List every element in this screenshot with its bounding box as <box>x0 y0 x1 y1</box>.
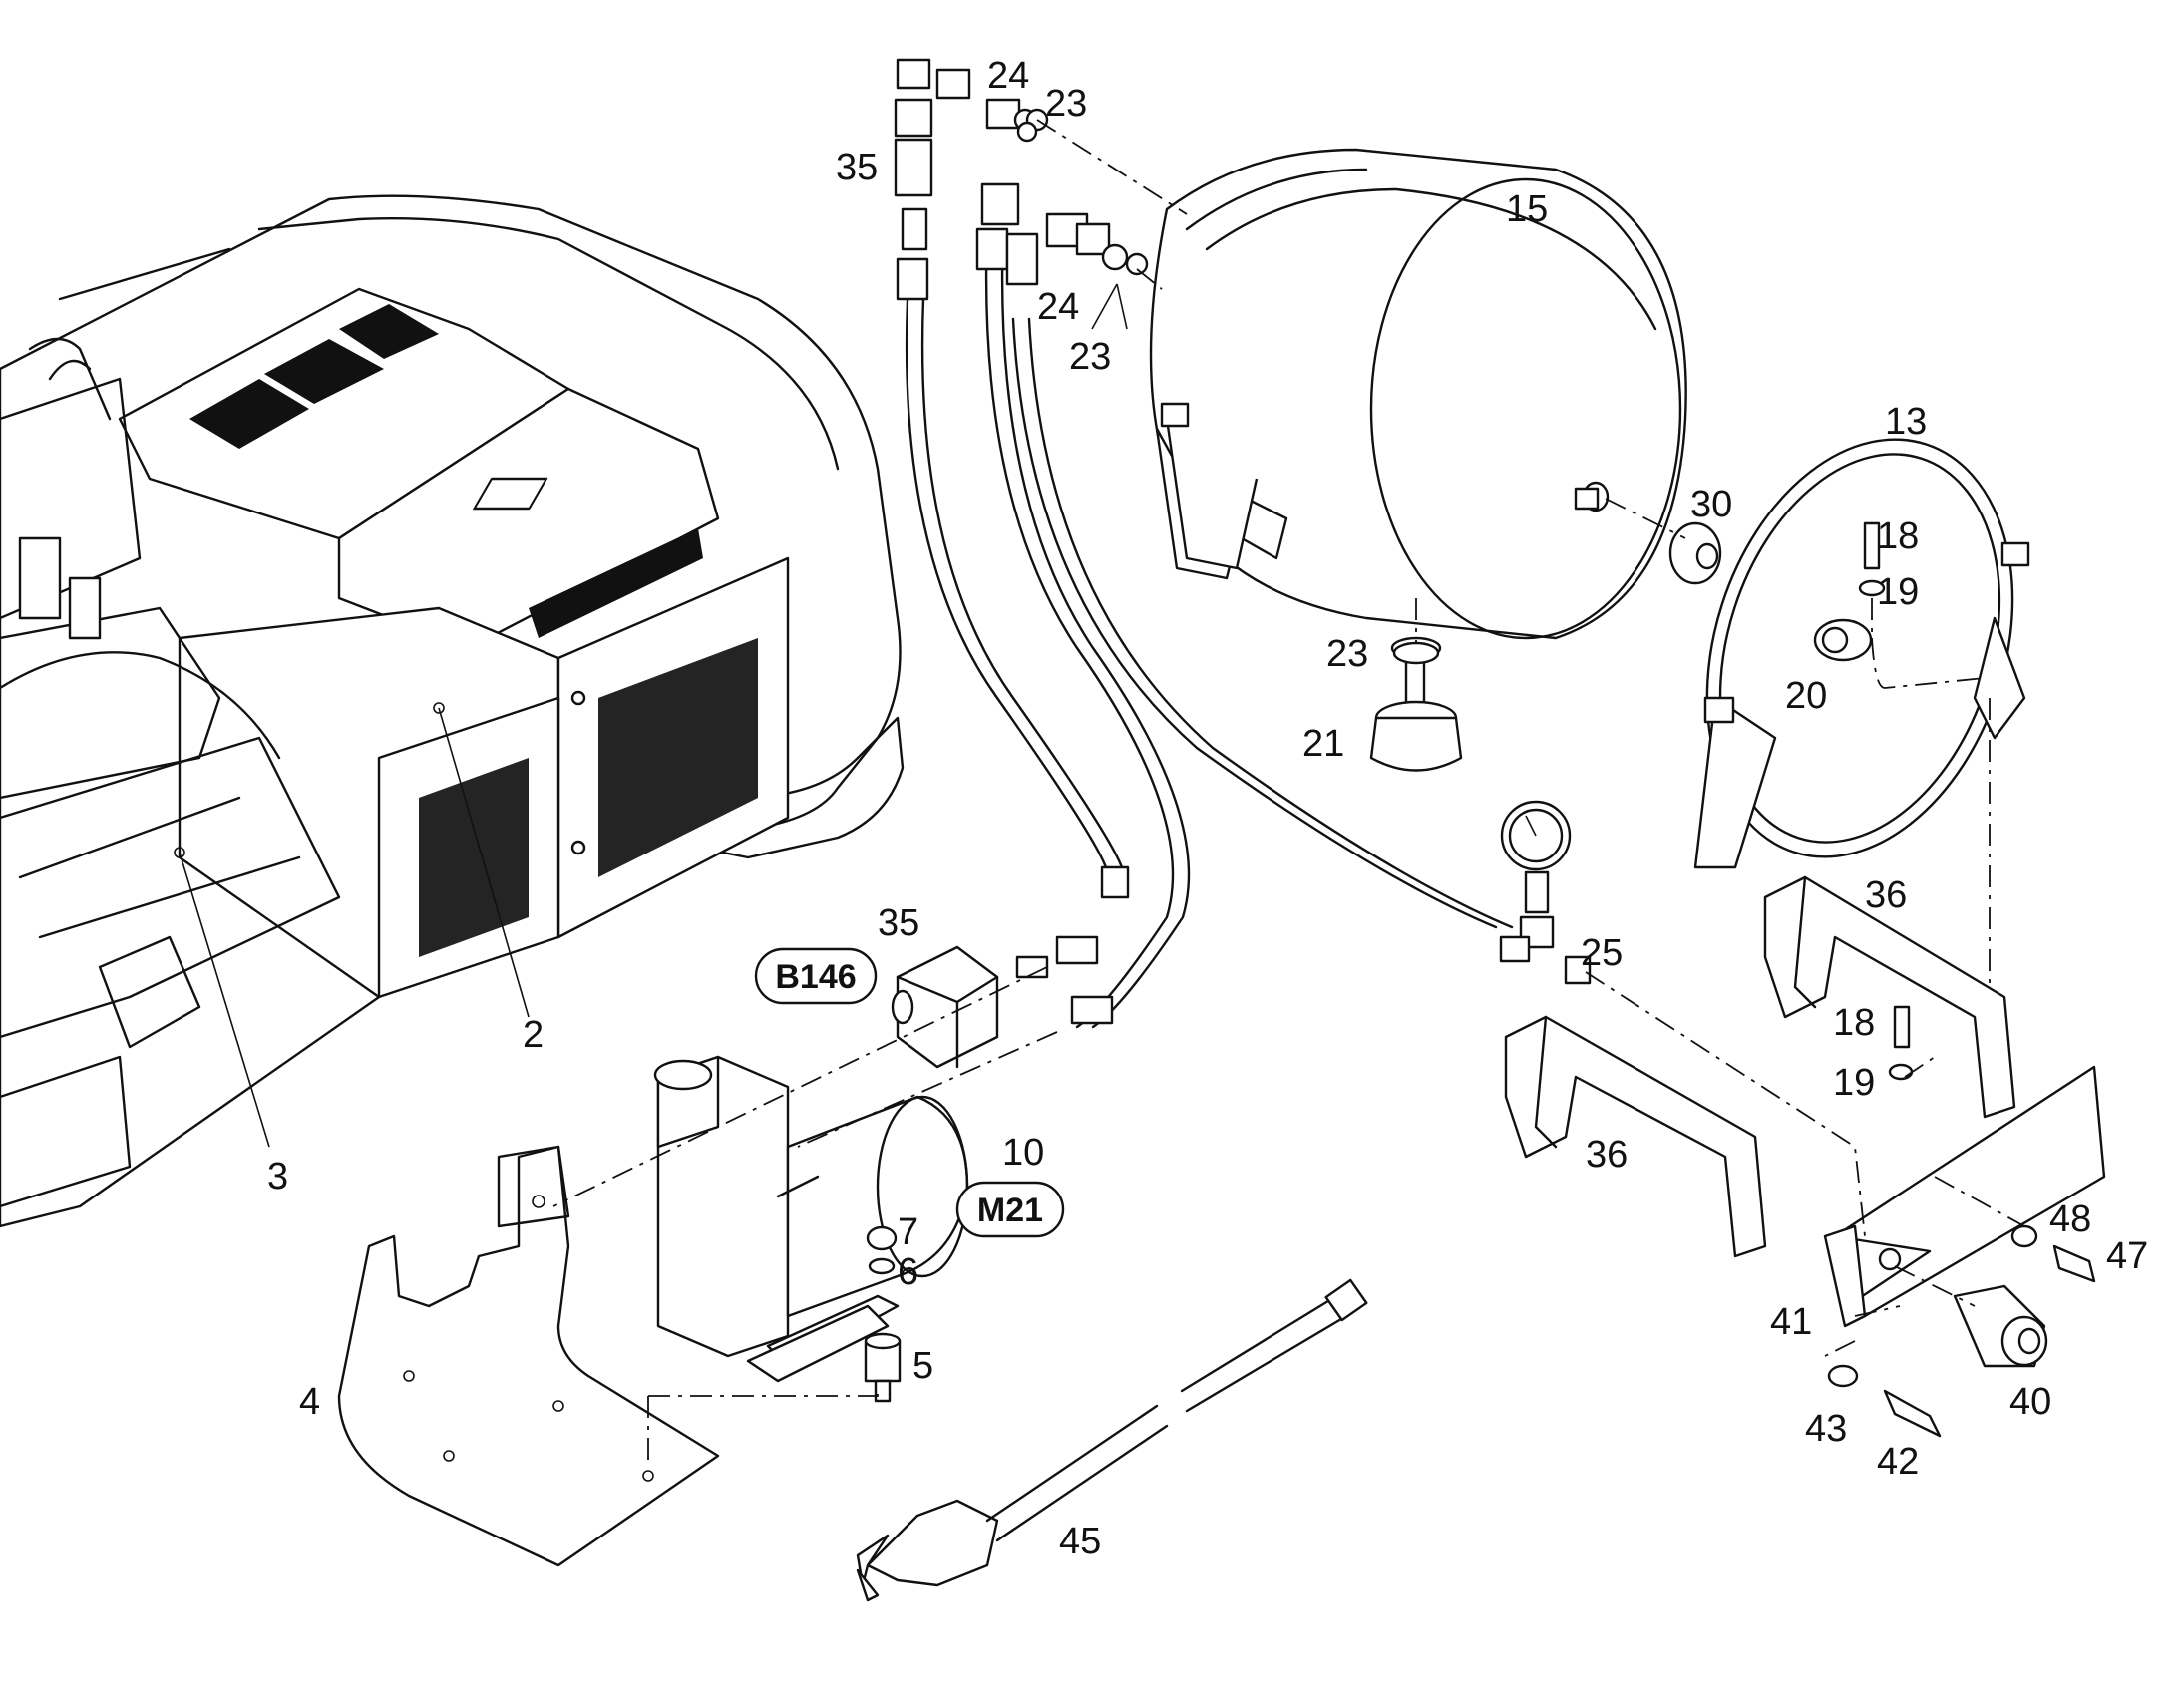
grille-top-1 <box>189 304 439 449</box>
callout-40: 40 <box>2009 1381 2051 1423</box>
callout-35: 35 <box>836 147 878 188</box>
bolt-47 <box>2052 1244 2096 1283</box>
washer-19 <box>1888 1063 1914 1081</box>
leader-lines <box>179 283 1128 1148</box>
machine-body <box>0 194 905 1228</box>
plug-30 <box>1668 521 1722 585</box>
callout-19: 19 <box>1877 571 1919 613</box>
callout-5: 5 <box>912 1345 933 1387</box>
nut-7 <box>866 1225 898 1251</box>
callout-21: 21 <box>1302 723 1344 765</box>
tank-strap <box>1693 438 2030 869</box>
callout-4: 4 <box>299 1381 320 1423</box>
bracket-36-lower <box>1504 1015 1767 1258</box>
callout-7: 7 <box>898 1211 918 1253</box>
washer-23 <box>1392 641 1440 665</box>
bolt-18 <box>1893 1005 1911 1049</box>
valve-40 <box>1953 1284 2048 1368</box>
badge-m21-label: M21 <box>977 1192 1043 1229</box>
callout-6: 6 <box>898 1251 918 1293</box>
callout-18: 18 <box>1877 515 1919 557</box>
badge-m21: M21 <box>955 1181 1065 1238</box>
washer-6 <box>868 1257 896 1275</box>
bracket-41 <box>1823 1065 2106 1328</box>
washer-43 <box>1827 1364 1859 1388</box>
callout-36: 36 <box>1586 1134 1628 1176</box>
callout-42: 42 <box>1877 1441 1919 1483</box>
pressure-switch <box>891 945 999 1069</box>
callout-10: 10 <box>1002 1132 1044 1174</box>
callout-23: 23 <box>1069 336 1111 378</box>
base-plate <box>337 1145 720 1567</box>
mount-5 <box>864 1332 902 1403</box>
callout-23: 23 <box>1326 633 1368 675</box>
badge-b146-label: B146 <box>775 958 856 996</box>
callout-2: 2 <box>523 1014 544 1056</box>
callout-36: 36 <box>1865 874 1907 916</box>
callout-13: 13 <box>1885 401 1927 443</box>
callout-18: 18 <box>1833 1002 1875 1044</box>
callout-19: 19 <box>1833 1062 1875 1104</box>
callout-43: 43 <box>1805 1408 1847 1450</box>
air-tank <box>1149 148 1687 772</box>
bracket-36-upper <box>1763 875 2016 1119</box>
grille-side <box>419 638 758 957</box>
callout-15: 15 <box>1506 188 1548 230</box>
callout-labels: 24 23 35 15 24 23 13 30 18 19 20 23 21 3… <box>267 55 2148 1562</box>
callout-47: 47 <box>2106 1235 2148 1277</box>
callout-23: 23 <box>1045 83 1087 125</box>
callout-41: 41 <box>1770 1301 1812 1343</box>
compressor-motor <box>653 1055 969 1383</box>
callout-24: 24 <box>987 55 1029 97</box>
callout-45: 45 <box>1059 1521 1101 1562</box>
callout-30: 30 <box>1690 484 1732 525</box>
hose-45 <box>856 1278 1368 1602</box>
callout-35: 35 <box>878 902 919 944</box>
piping <box>894 58 1514 1029</box>
callout-25: 25 <box>1581 932 1623 974</box>
callout-3: 3 <box>267 1156 288 1197</box>
reference-lines <box>552 119 2025 1466</box>
badge-b146: B146 <box>754 947 878 1005</box>
callout-24: 24 <box>1037 286 1079 328</box>
pressure-gauge <box>1499 800 1592 985</box>
callout-20: 20 <box>1785 675 1827 717</box>
nut-48 <box>2010 1224 2038 1248</box>
bolt-42 <box>1883 1389 1942 1438</box>
callout-48: 48 <box>2049 1198 2091 1240</box>
